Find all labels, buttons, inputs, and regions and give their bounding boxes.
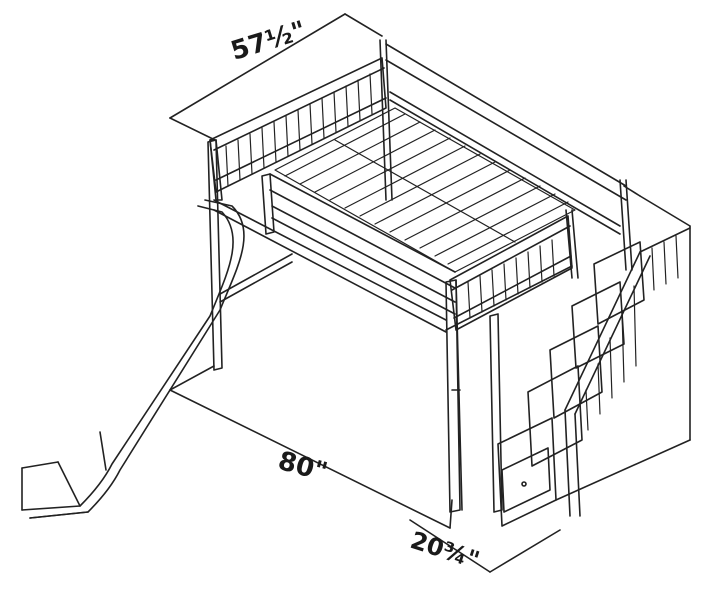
- bed-slats: [274, 107, 576, 273]
- headboard-slats: [225, 73, 373, 187]
- staircase: [497, 185, 691, 527]
- depth-dimension-line: [409, 519, 561, 573]
- length-dimension-line: [169, 365, 453, 529]
- slide: [21, 199, 245, 519]
- footboard: [449, 209, 579, 331]
- headboard: [209, 39, 393, 201]
- stair-handrail: [564, 227, 691, 517]
- footboard-slats: [467, 239, 555, 319]
- stair-balusters: [585, 235, 679, 431]
- width-dimension-line: [169, 13, 383, 141]
- cross-brace: [219, 253, 293, 303]
- bed-frame-rails: [213, 199, 573, 333]
- back-guardrail: [385, 43, 633, 271]
- bed-posts: [207, 139, 503, 513]
- front-guardrail: [261, 173, 456, 315]
